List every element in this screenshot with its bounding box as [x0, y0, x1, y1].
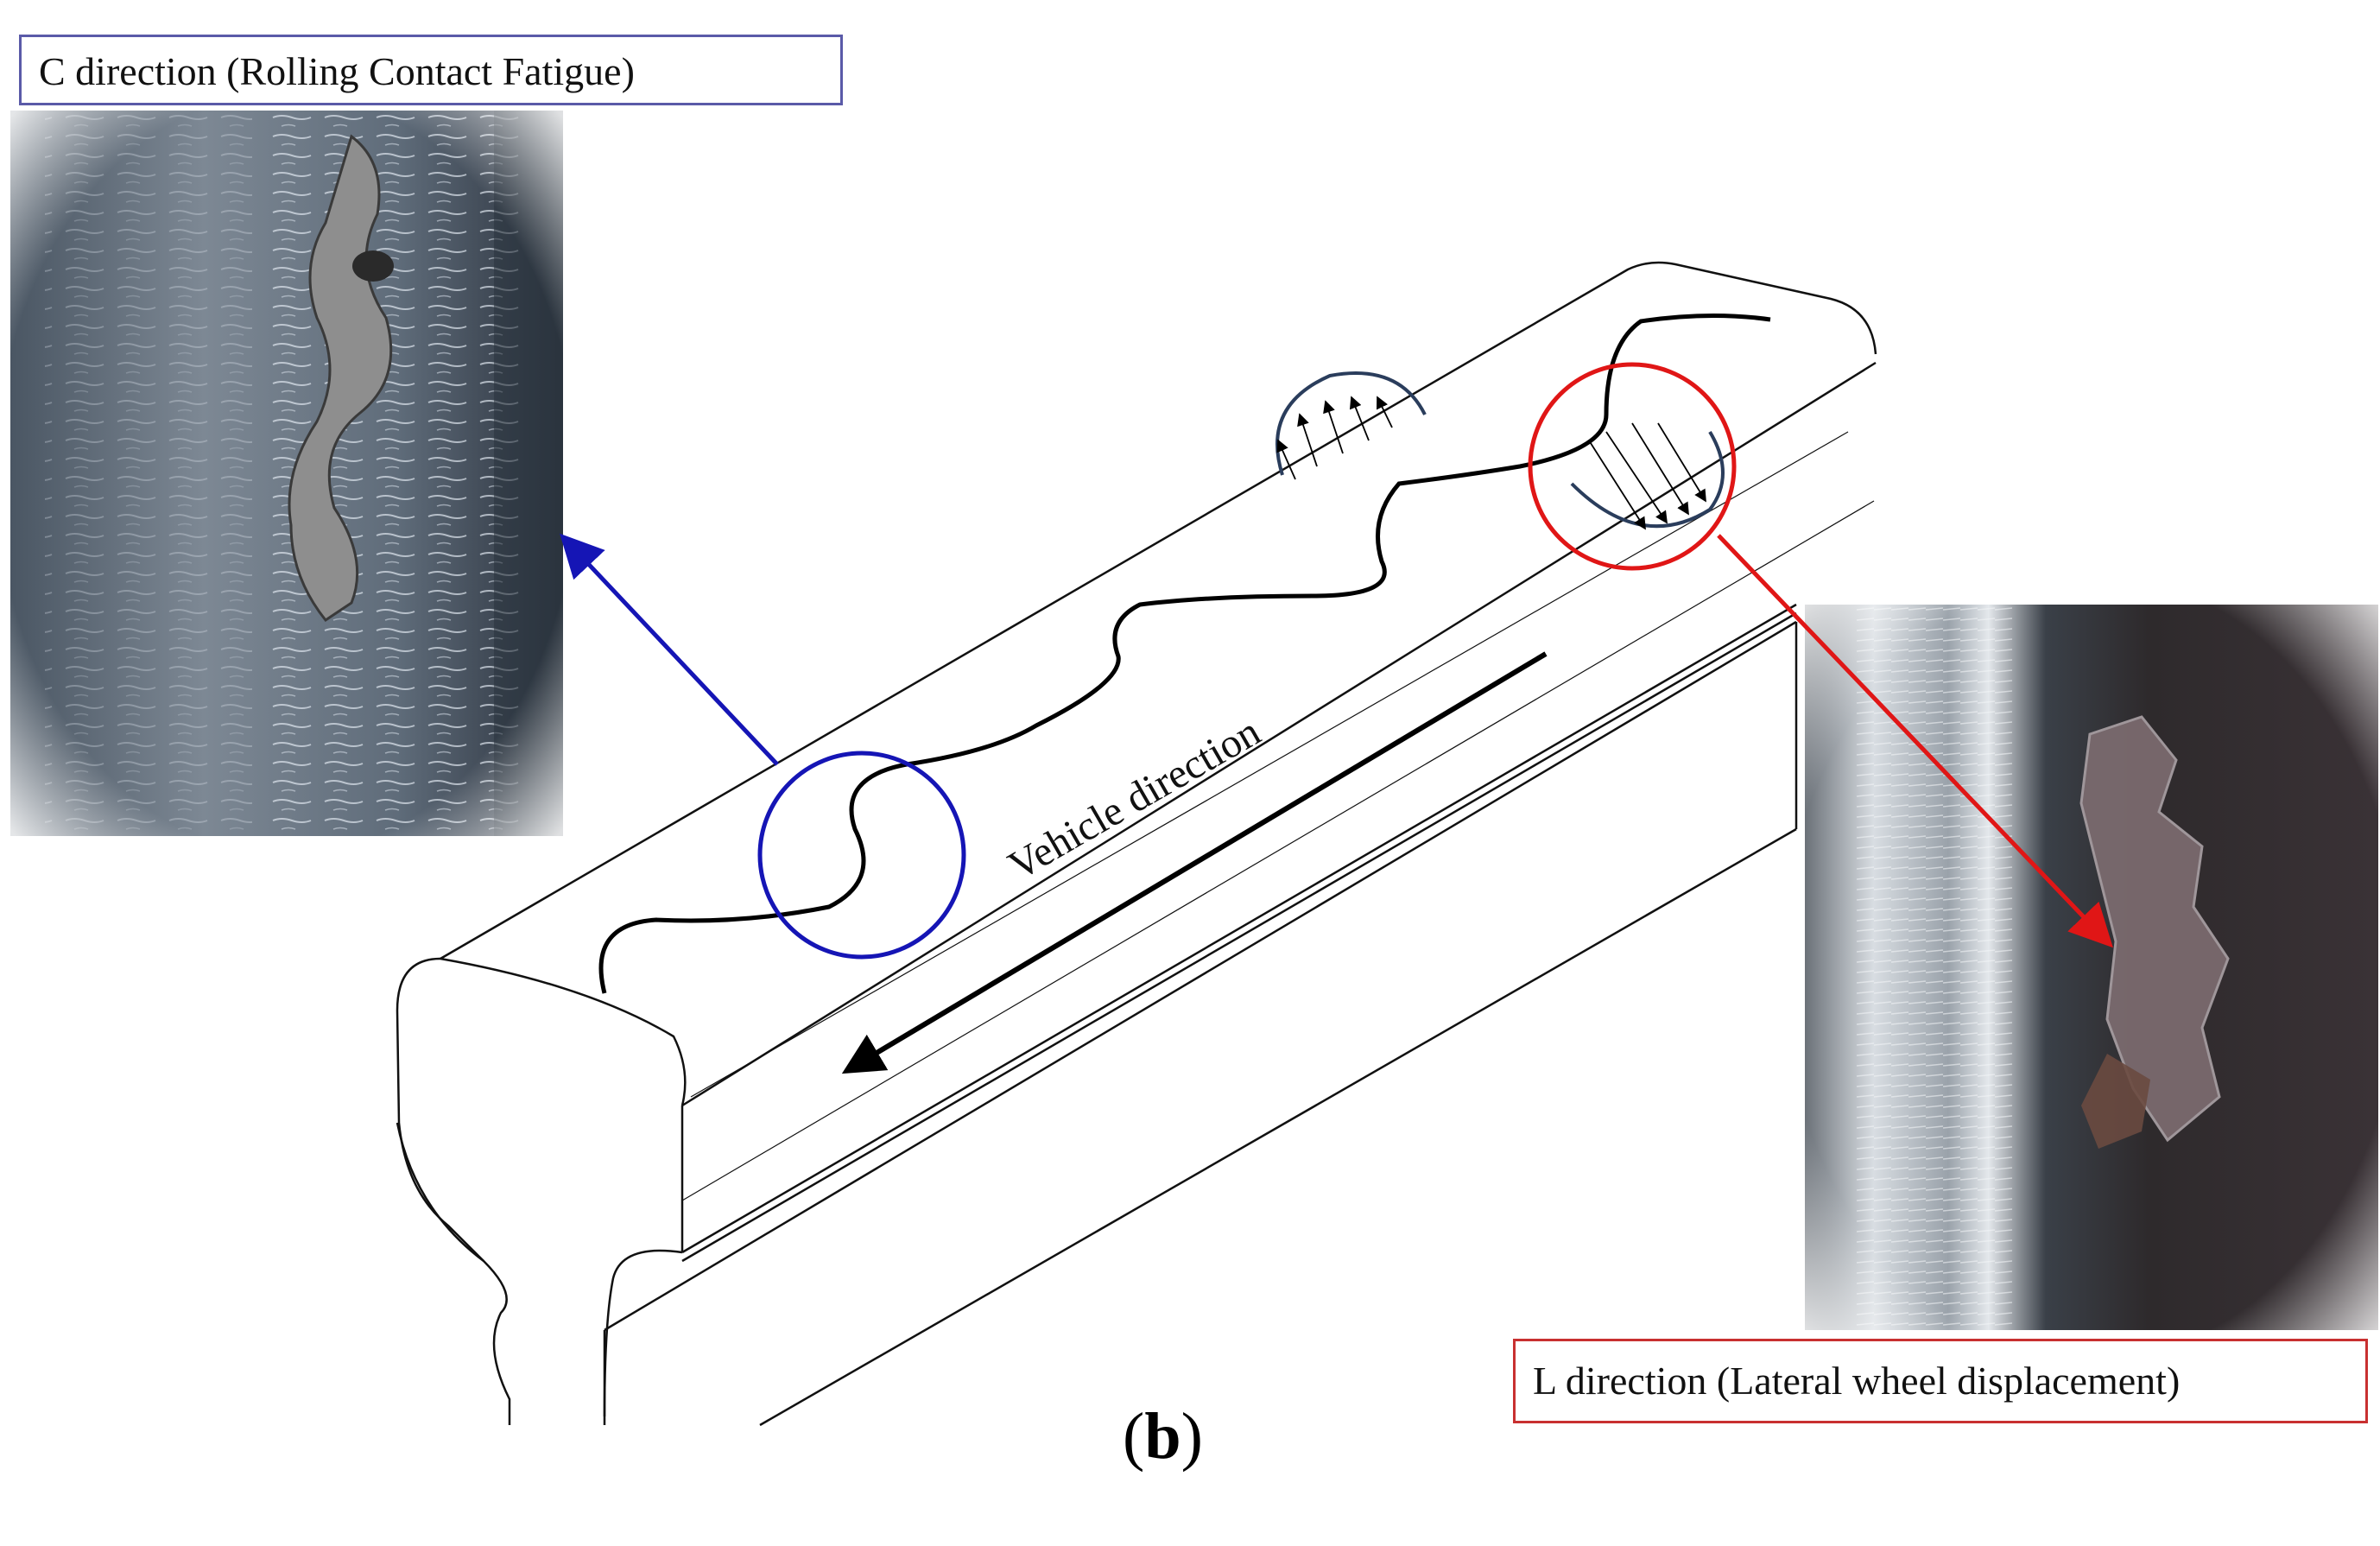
c-direction-marker — [757, 751, 966, 960]
l-direction-arrow — [1717, 534, 2113, 948]
figure-caption: (b) — [1123, 1399, 1203, 1474]
stress-arc-middle — [1275, 371, 1427, 480]
vehicle-direction-arrow — [841, 651, 1548, 1074]
caption-open: ( — [1123, 1400, 1145, 1473]
stress-arc-right — [1570, 422, 1725, 530]
vehicle-direction-label: Vehicle direction — [1001, 708, 1268, 889]
c-direction-arrow — [560, 533, 779, 766]
wheel-path-wave — [598, 313, 1771, 994]
l-direction-marker — [1528, 362, 1737, 571]
c-direction-label: C direction (Rolling Contact Fatigue) — [19, 35, 843, 105]
lateral-displacement-rail-photo — [1805, 605, 2378, 1330]
caption-close: ) — [1181, 1400, 1203, 1473]
caption-letter: b — [1144, 1400, 1181, 1473]
l-direction-label: L direction (Lateral wheel displacement) — [1513, 1339, 2368, 1423]
rcf-rail-photo — [10, 111, 563, 836]
rail-outline — [396, 261, 1877, 1427]
